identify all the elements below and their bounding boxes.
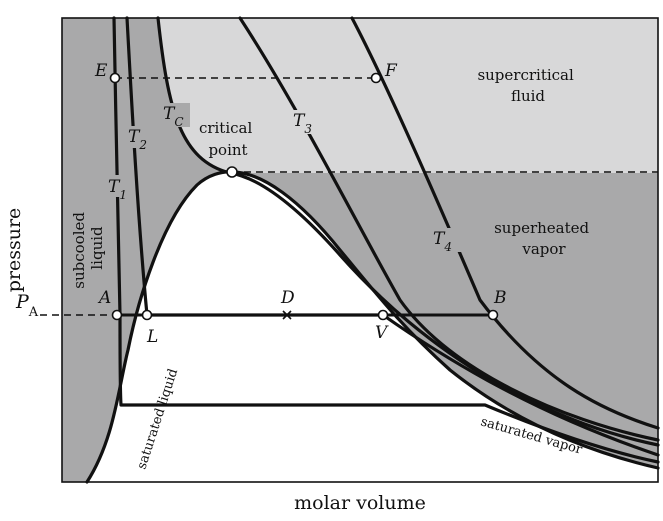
isotherm-T4-curve [350,16,660,430]
critical-point-marker [226,166,238,178]
point-L-marker [141,309,153,321]
supercritical-region [158,18,658,173]
label-T4: T4 [433,229,452,254]
point-D-cross-marker [282,310,292,320]
gap-T1 [106,175,128,197]
isotherm-T1-curve [112,16,660,464]
plot-frame [61,17,659,483]
isotherm-TC-curve [156,16,660,447]
x-axis-label: molar volume [294,492,426,514]
label-E: E [94,61,108,81]
y-axis-label: pressure [3,208,25,293]
point-F-marker [370,72,382,84]
saturation-dome-curve [85,170,660,484]
label-supercritical-fluid: supercritical fluid [477,66,578,105]
label-critical-point: critical point [199,119,257,159]
point-B-marker [487,309,499,321]
label-L: L [146,327,158,347]
label-A: A [97,288,111,308]
gap-TC [160,103,190,127]
point-A-marker [111,309,123,321]
label-V: V [375,323,389,343]
label-T1: T1 [108,177,127,202]
pressure-PA-label: PA [15,291,39,320]
point-E-marker [109,72,121,84]
label-TC: TC [163,104,184,129]
point-V-marker [377,309,389,321]
isotherm-T3-curve [238,16,660,442]
label-subcooled-liquid: subcooled liquid [70,207,106,288]
label-F: F [384,61,398,81]
label-B: B [493,288,507,308]
label-superheated-vapor: superheated vapor [494,219,594,258]
label-D: D [280,288,295,308]
gap-T2 [124,126,152,148]
gap-T4 [430,228,462,252]
label-T2: T2 [128,127,147,152]
gap-T3 [290,110,322,134]
label-T3: T3 [293,111,312,136]
